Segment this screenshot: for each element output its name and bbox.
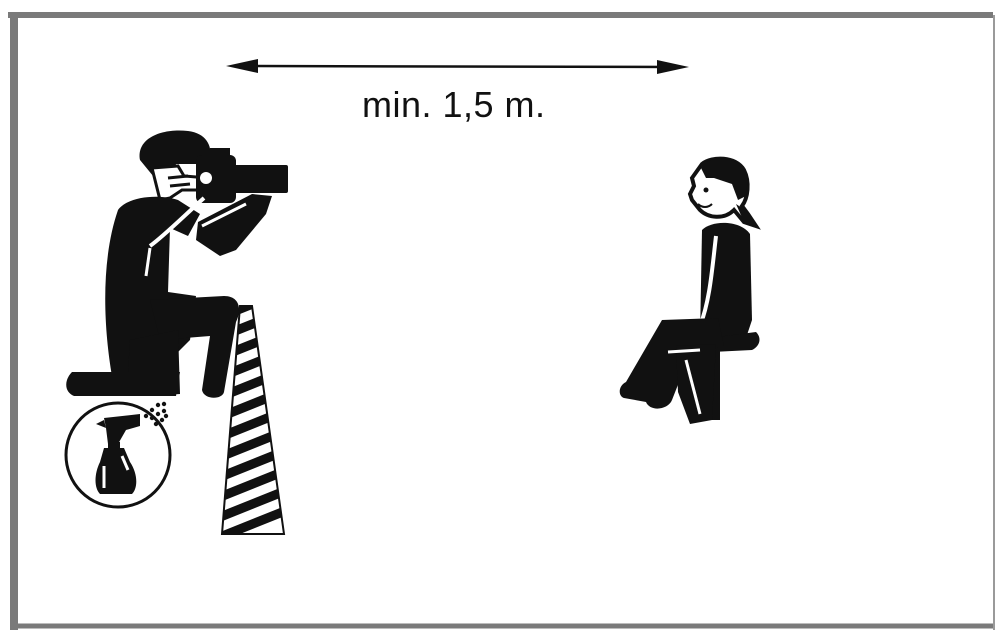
camera-icon [196,148,288,203]
distance-arrow-icon [226,59,689,74]
distance-label: min. 1,5 m. [362,84,546,126]
disinfectant-spray-icon [66,402,170,507]
seated-person-icon [620,159,760,424]
